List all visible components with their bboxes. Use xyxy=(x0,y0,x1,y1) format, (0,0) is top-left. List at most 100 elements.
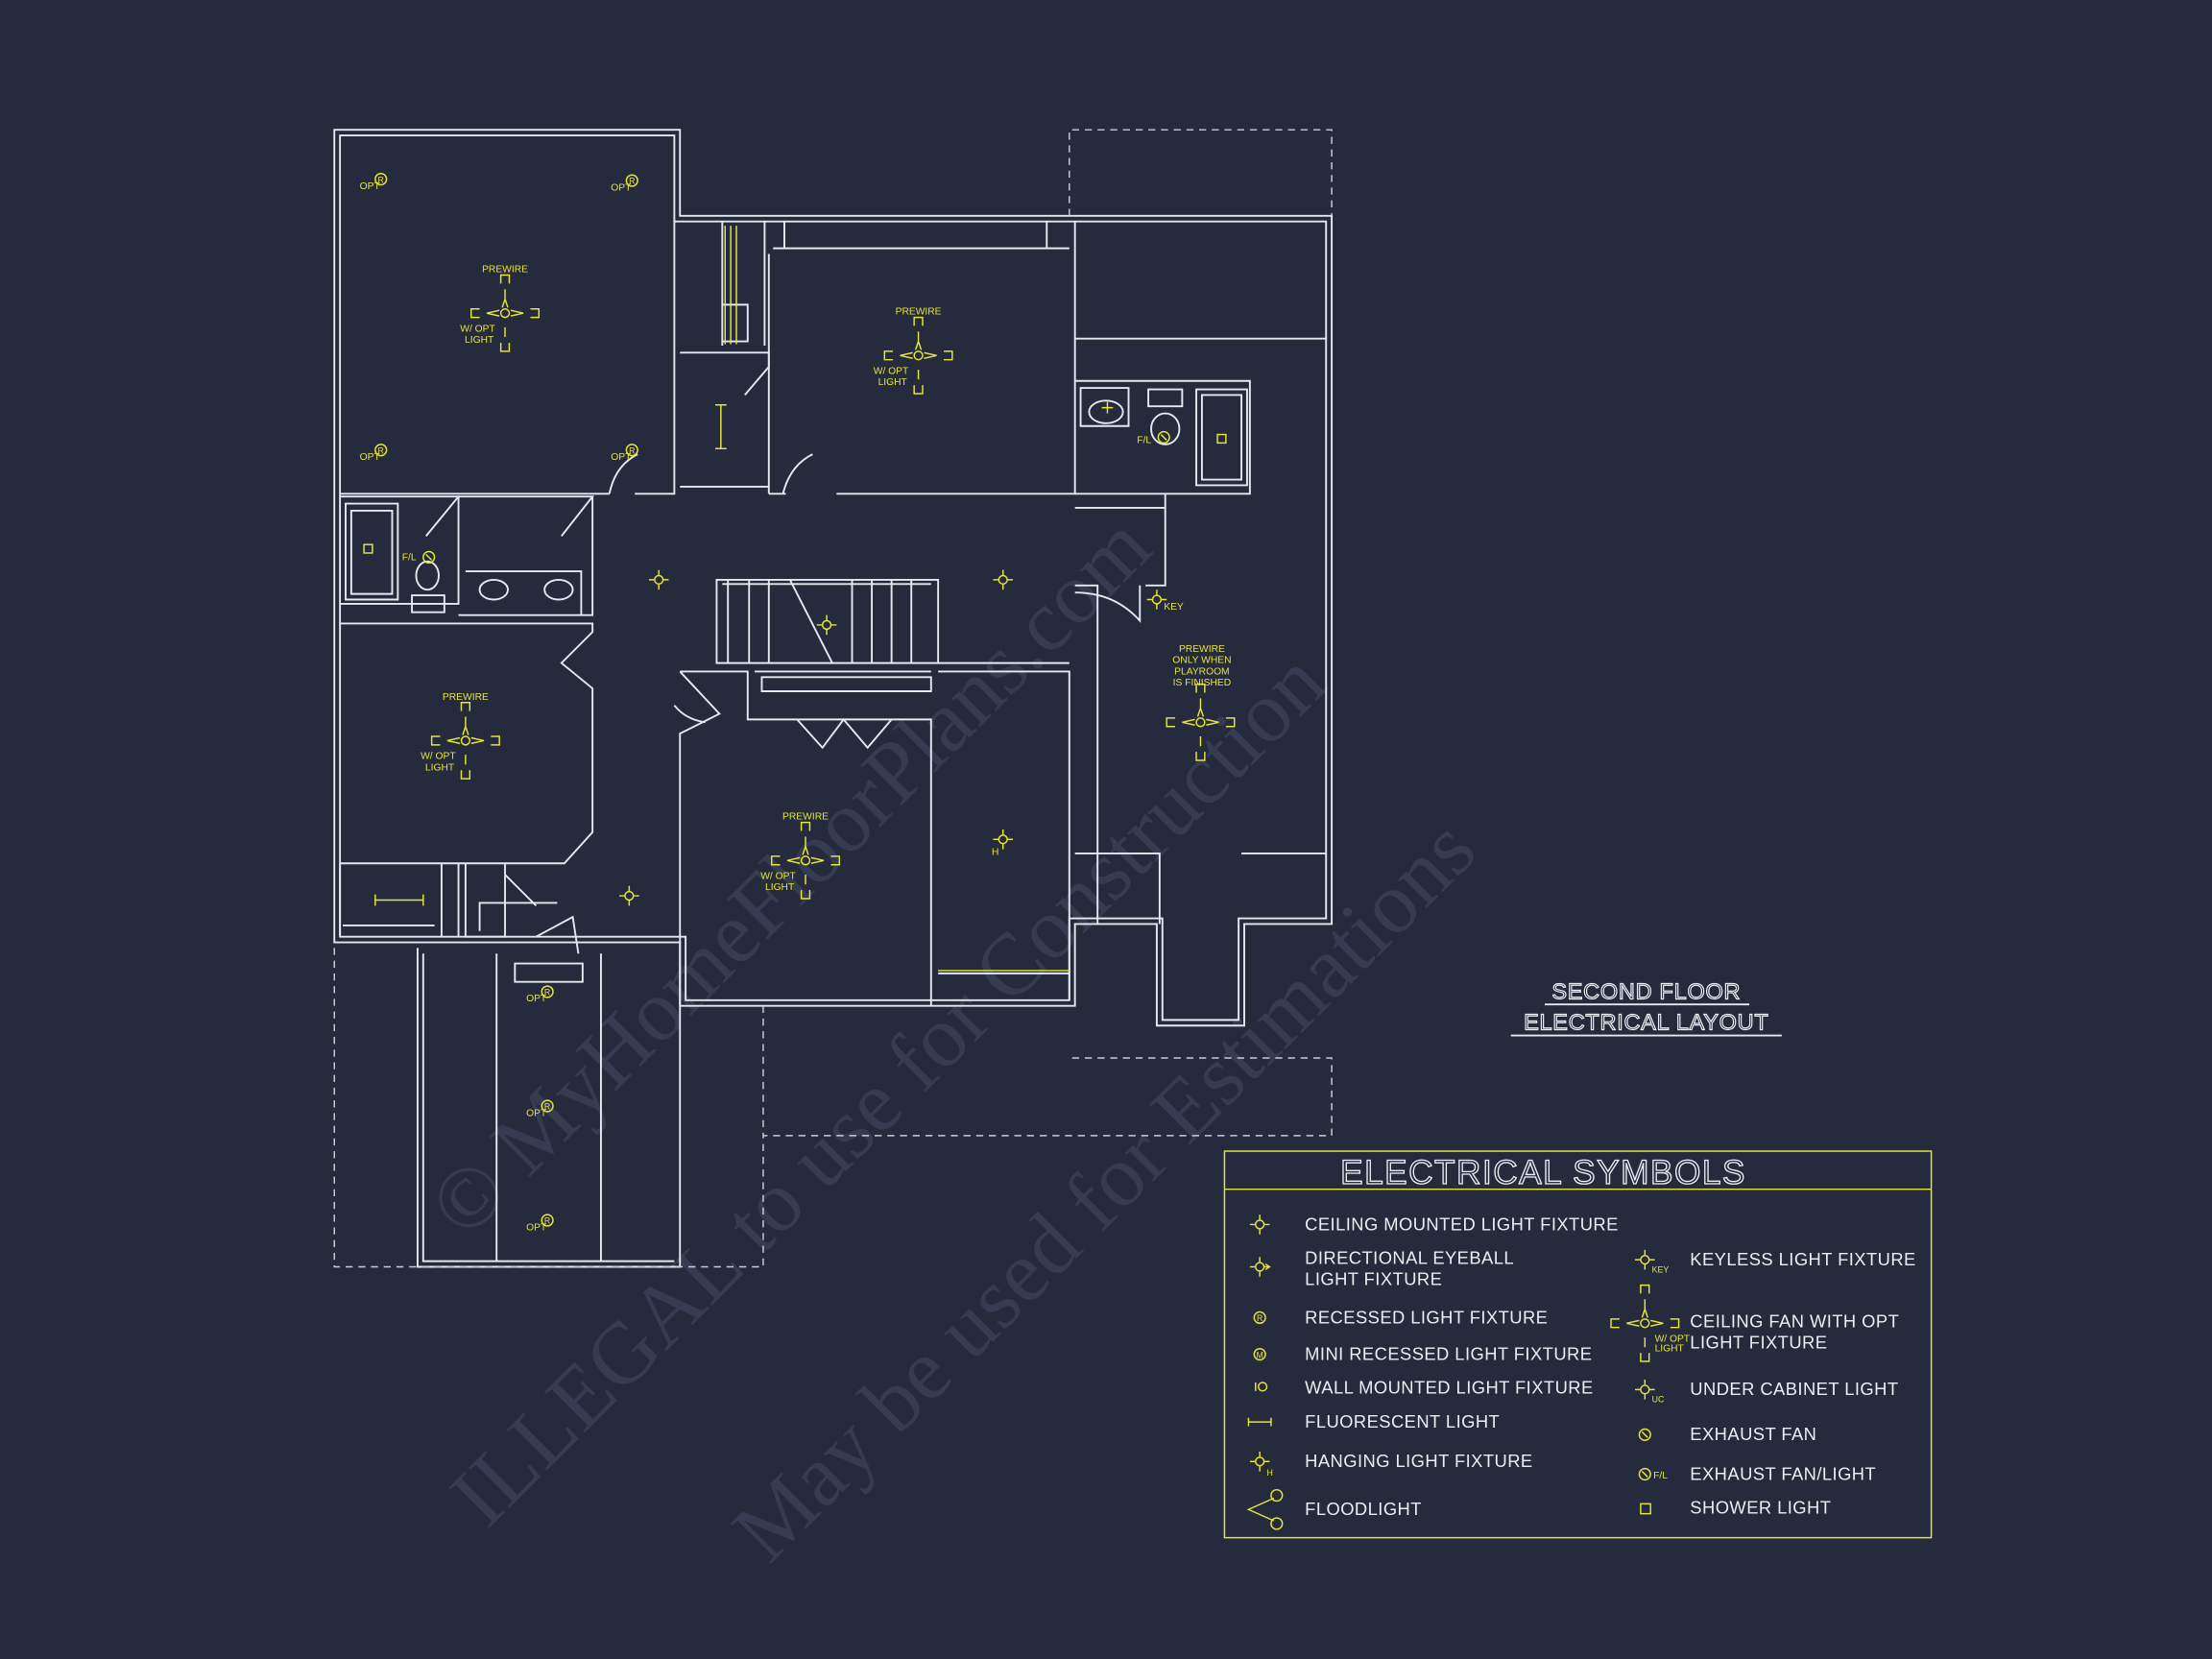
opt-light-label: W/ OPT xyxy=(460,324,495,334)
hanging-light-icon xyxy=(1249,1452,1270,1472)
eyeball-light-icon xyxy=(1249,1257,1270,1277)
recessed-light-icon: R xyxy=(1253,1310,1266,1325)
legend-label: EXHAUST FAN xyxy=(1690,1424,1816,1444)
ceiling-light-icon xyxy=(619,885,639,906)
under-cabinet-light-icon: UC xyxy=(1635,1380,1665,1405)
opt-light-label: W/ OPT xyxy=(760,871,796,881)
note-line: PREWIRE xyxy=(1179,644,1225,655)
opt-label: OPT xyxy=(611,452,632,463)
wall-light-icon xyxy=(1255,1382,1268,1392)
exhaust-fan-light-label: F/L xyxy=(1137,435,1151,445)
shower-light-icon xyxy=(1216,433,1227,445)
ceiling-fan-icon xyxy=(1610,1284,1680,1362)
svg-text:R: R xyxy=(544,1102,550,1112)
svg-text:R: R xyxy=(544,988,550,998)
svg-text:KEY: KEY xyxy=(1652,1264,1670,1274)
note-line: ONLY WHEN xyxy=(1172,656,1231,666)
exhaust-fan-light-icon xyxy=(422,550,436,565)
opt-light-label: LIGHT xyxy=(425,762,455,773)
legend-item-exhaust-fan: EXHAUST FAN xyxy=(1638,1424,1816,1444)
legend-label: UNDER CABINET LIGHT xyxy=(1690,1379,1898,1399)
note-line: PLAYROOM xyxy=(1174,666,1229,677)
opt-light-label: LIGHT xyxy=(465,335,494,346)
mini-recessed-light-icon: M xyxy=(1253,1348,1266,1361)
legend-item-under-cabinet-light: UC UNDER CABINET LIGHT xyxy=(1635,1379,1898,1405)
opt-light-label: LIGHT xyxy=(765,882,795,893)
hanging-light-icon: H xyxy=(992,830,1014,857)
legend-label: WALL MOUNTED LIGHT FIXTURE xyxy=(1305,1378,1593,1398)
legend-label: FLUORESCENT LIGHT xyxy=(1305,1411,1500,1431)
fluorescent-light-icon xyxy=(1247,1417,1272,1427)
svg-text:UC: UC xyxy=(1652,1395,1665,1405)
floodlight-icon xyxy=(1246,1488,1284,1530)
opt-light-label: LIGHT xyxy=(878,377,908,388)
keyless-light-icon xyxy=(1635,1249,1655,1270)
legend-label: CEILING FAN WITH OPT xyxy=(1690,1311,1899,1332)
svg-text:M: M xyxy=(1256,1350,1262,1359)
ceiling-light-icon xyxy=(993,569,1014,590)
svg-text:R: R xyxy=(1257,1313,1262,1323)
legend-item-keyless-light: KEY KEYLESS LIGHT FIXTURE xyxy=(1635,1249,1915,1274)
legend-item-fluorescent-light: FLUORESCENT LIGHT xyxy=(1247,1411,1500,1431)
exhaust-fan-light-label: F/L xyxy=(402,552,417,563)
exhaust-fan-light-icon xyxy=(1157,430,1170,445)
svg-text:LIGHT: LIGHT xyxy=(1655,1344,1685,1355)
legend-item-floodlight: FLOODLIGHT xyxy=(1246,1488,1421,1530)
keyless-light-icon: KEY xyxy=(1635,1249,1670,1274)
prewire-label: PREWIRE xyxy=(443,692,489,703)
svg-text:H: H xyxy=(1267,1468,1273,1478)
legend-label: CEILING MOUNTED LIGHT FIXTURE xyxy=(1305,1214,1619,1234)
legend-label: LIGHT FIXTURE xyxy=(1690,1333,1827,1353)
opt-label: OPT xyxy=(526,1108,547,1118)
legend-label: EXHAUST FAN/LIGHT xyxy=(1690,1463,1876,1483)
recessed-light-icon: R xyxy=(1253,1310,1266,1325)
legend-label: LIGHT FIXTURE xyxy=(1305,1269,1442,1289)
walls xyxy=(333,129,1334,1268)
ceiling-light-icon xyxy=(1249,1214,1270,1235)
legend-title: ELECTRICAL SYMBOLS xyxy=(1340,1154,1746,1191)
svg-text:R: R xyxy=(378,175,384,184)
legend-item-exhaust-fan-light: F/L EXHAUST FAN/LIGHT xyxy=(1638,1463,1876,1483)
svg-text:R: R xyxy=(544,1216,550,1226)
exhaust-fan-light-icon: F/L xyxy=(1638,1467,1668,1481)
note-line: IS FINISHED xyxy=(1173,678,1231,688)
under-cabinet-light-icon xyxy=(1635,1380,1655,1400)
opt-label: OPT xyxy=(526,1222,547,1233)
opt-label: OPT xyxy=(526,994,547,1004)
legend-item-ceiling-light: CEILING MOUNTED LIGHT FIXTURE xyxy=(1249,1214,1619,1235)
opt-light-label: W/ OPT xyxy=(874,366,909,376)
legend-label: HANGING LIGHT FIXTURE xyxy=(1305,1451,1532,1471)
under-cabinet-light-icon xyxy=(1101,401,1114,414)
exhaust-fan-icon xyxy=(1638,1428,1651,1441)
legend-label: DIRECTIONAL EYEBALL xyxy=(1305,1248,1514,1268)
legend-item-wall-light: WALL MOUNTED LIGHT FIXTURE xyxy=(1255,1378,1593,1398)
prewire-label: PREWIRE xyxy=(782,812,829,823)
opt-label: OPT xyxy=(360,181,381,192)
recessed-light-icon: M xyxy=(1253,1348,1266,1361)
prewire-label: PREWIRE xyxy=(896,307,942,318)
eyeball-light-icon xyxy=(1249,1257,1271,1277)
plan-title-line-2: ELECTRICAL LAYOUT xyxy=(1524,1010,1768,1035)
plan-title-line-1: SECOND FLOOR xyxy=(1551,978,1741,1003)
svg-text:W/ OPT: W/ OPT xyxy=(1655,1334,1691,1344)
hanging-light-icon: H xyxy=(1249,1452,1273,1478)
shower-light-icon xyxy=(363,543,373,554)
svg-text:R: R xyxy=(629,177,635,186)
legend-label: KEYLESS LIGHT FIXTURE xyxy=(1690,1249,1915,1269)
svg-text:F/L: F/L xyxy=(1653,1471,1668,1481)
keyless-light-icon xyxy=(1146,589,1167,610)
